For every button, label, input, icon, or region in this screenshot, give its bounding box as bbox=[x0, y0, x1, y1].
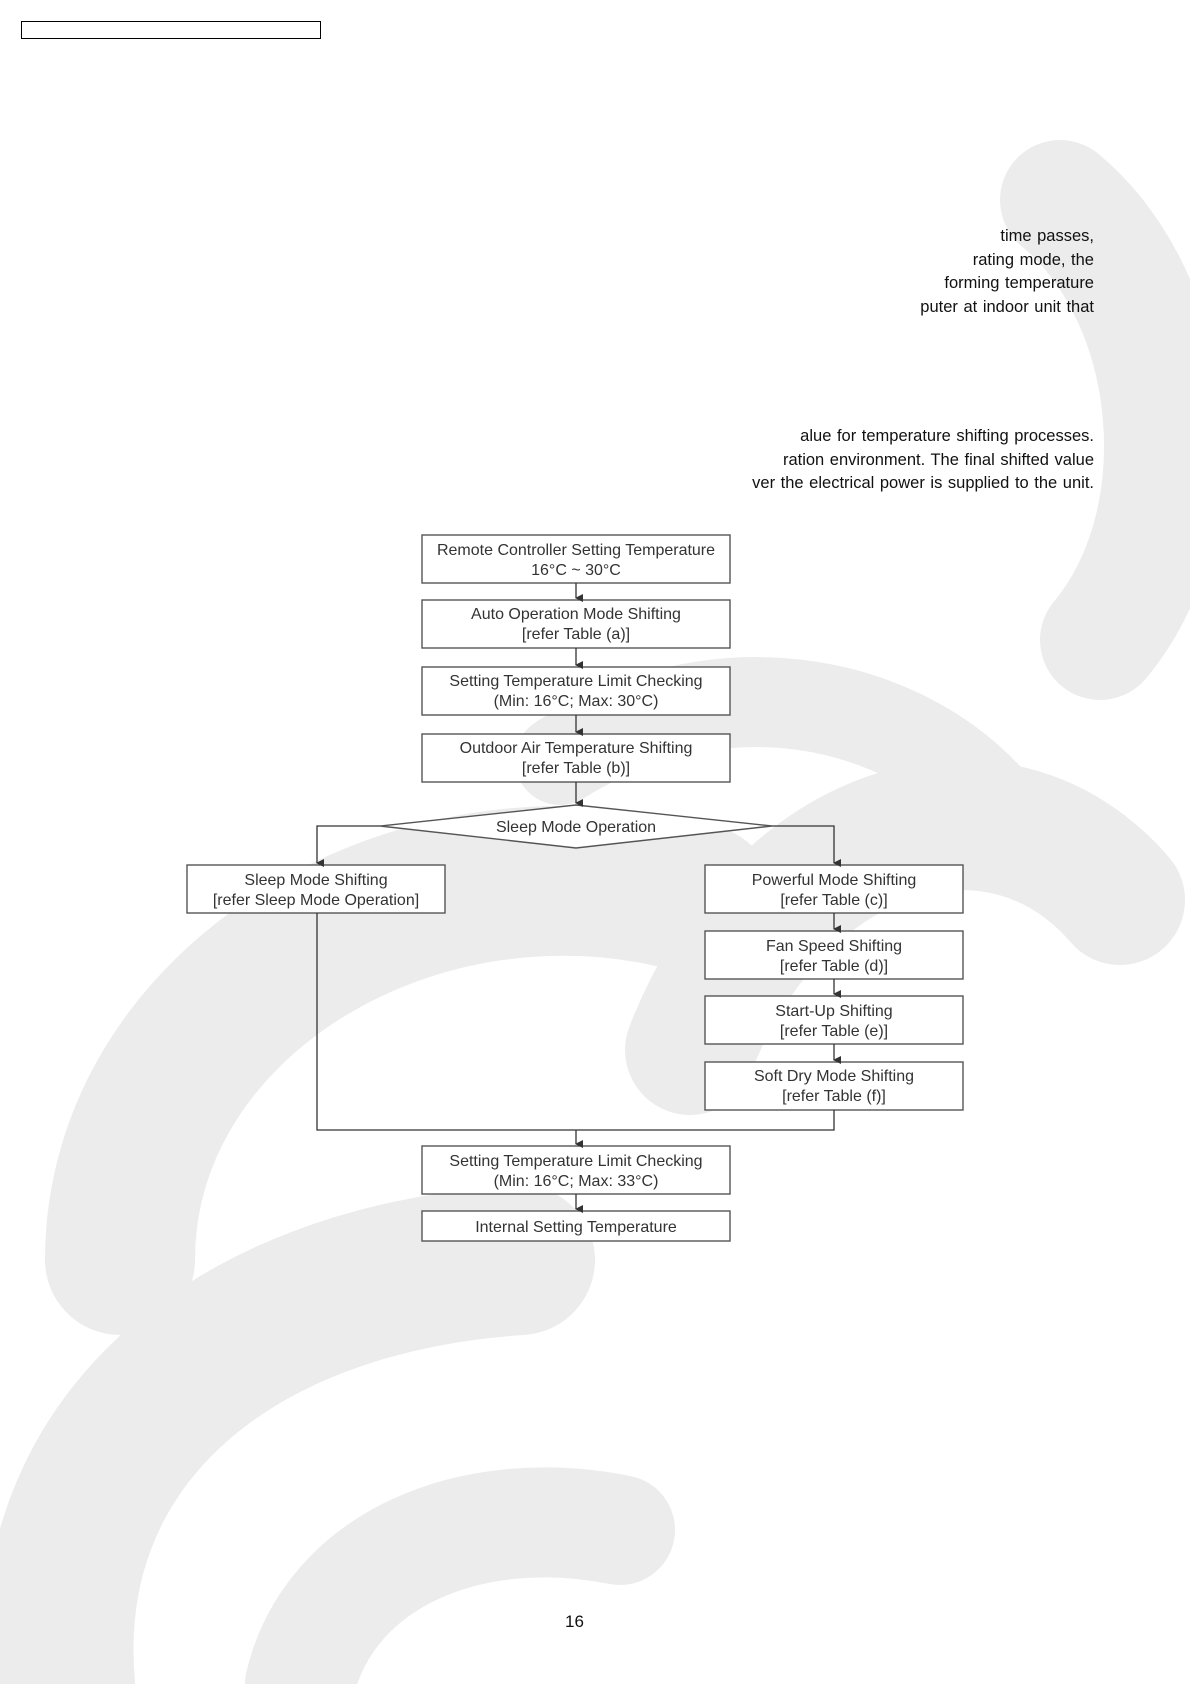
fan-speed-box bbox=[704, 930, 964, 980]
limit-check-box-1 bbox=[421, 666, 731, 716]
powerful-shift-label: Powerful Mode Shifting bbox=[752, 872, 917, 889]
page-number: 16 bbox=[565, 1612, 584, 1631]
sleep-shift-label: Sleep Mode Shifting bbox=[244, 872, 387, 889]
remote-setting-box bbox=[421, 534, 731, 584]
paragraph-line: ration environment. The final shifted va… bbox=[782, 450, 1094, 469]
soft-dry-label: Soft Dry Mode Shifting bbox=[754, 1068, 914, 1085]
outdoor-shift-ref: [refer Table (b)] bbox=[522, 760, 630, 777]
connector-arrow bbox=[316, 825, 380, 867]
header-box bbox=[21, 21, 321, 39]
startup-shift-label: Start-Up Shifting bbox=[775, 1003, 892, 1020]
internal-temp-label: Internal Setting Temperature bbox=[475, 1219, 677, 1236]
process-paragraph: alue for temperature shifting processes.… bbox=[752, 425, 1094, 496]
outdoor-shift-box bbox=[421, 733, 731, 783]
powerful-shift-ref: [refer Table (c)] bbox=[780, 892, 887, 909]
paragraph-line: time passes, bbox=[1000, 227, 1094, 245]
sleep-decision-label: Sleep Mode Operation bbox=[496, 819, 656, 836]
intro-paragraph: time passes, rating mode, the forming te… bbox=[920, 225, 1094, 319]
remote-setting-label: Remote Controller Setting Temperature bbox=[437, 542, 715, 559]
limit-check-1-range: (Min: 16°C; Max: 30°C) bbox=[494, 693, 659, 710]
startup-shift-ref: [refer Table (e)] bbox=[780, 1023, 888, 1040]
paragraph-line: ver the electrical power is supplied to … bbox=[752, 474, 1094, 492]
auto-mode-ref: [refer Table (a)] bbox=[522, 626, 630, 643]
remote-setting-range: 16°C ~ 30°C bbox=[531, 562, 621, 579]
paragraph-line: forming temperature bbox=[944, 274, 1094, 292]
outdoor-shift-label: Outdoor Air Temperature Shifting bbox=[460, 740, 693, 757]
sleep-shift-box bbox=[186, 864, 446, 914]
limit-check-2-label: Setting Temperature Limit Checking bbox=[449, 1153, 702, 1170]
soft-dry-box bbox=[704, 1061, 964, 1111]
limit-check-2-range: (Min: 16°C; Max: 33°C) bbox=[494, 1173, 659, 1190]
paragraph-line: alue for temperature shifting processes. bbox=[800, 427, 1094, 445]
startup-shift-box bbox=[704, 995, 964, 1045]
auto-mode-label: Auto Operation Mode Shifting bbox=[471, 606, 681, 623]
connector-arrow bbox=[772, 825, 841, 867]
soft-dry-ref: [refer Table (f)] bbox=[782, 1088, 886, 1105]
sleep-shift-ref: [refer Sleep Mode Operation] bbox=[213, 892, 419, 909]
auto-mode-box bbox=[421, 599, 731, 649]
fan-speed-label: Fan Speed Shifting bbox=[766, 938, 902, 955]
paragraph-line: rating mode, the bbox=[972, 250, 1094, 269]
paragraph-line: puter at indoor unit that bbox=[920, 297, 1094, 316]
fan-speed-ref: [refer Table (d)] bbox=[780, 958, 888, 975]
limit-check-1-label: Setting Temperature Limit Checking bbox=[449, 673, 702, 690]
